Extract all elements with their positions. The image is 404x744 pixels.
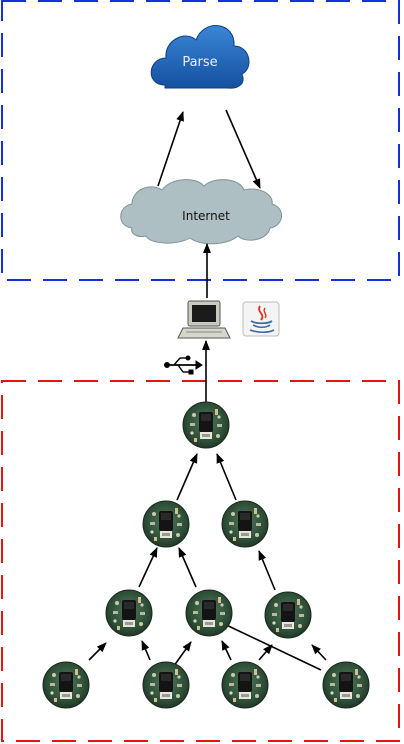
parse-label: Parse — [182, 55, 217, 70]
sensor-node-l3-2 — [142, 661, 190, 709]
sensor-node-l1-right — [221, 500, 269, 548]
arrow-n5-to-n2 — [178, 547, 197, 588]
sensor-node-l3-3 — [221, 661, 269, 709]
arrow-n6-to-n3 — [258, 550, 276, 591]
arrow-n9-to-n5 — [221, 640, 232, 661]
arrow-n8-to-n4 — [141, 640, 151, 661]
arrow-internet-to-parse — [157, 111, 184, 187]
sensor-node-l2-right — [264, 591, 312, 639]
mesh-arrows — [88, 453, 327, 685]
arrow-n10-to-n6 — [311, 644, 327, 661]
sensor-node-root — [182, 401, 230, 449]
sensor-node-l2-center — [185, 589, 233, 637]
sensor-node-l2-left — [105, 589, 153, 637]
sensor-node-l3-1 — [42, 661, 90, 709]
sensor-zone-boundary — [1, 380, 400, 742]
usb-icon — [164, 355, 203, 375]
sensor-node-l3-4 — [322, 661, 370, 709]
arrow-n3-to-root — [216, 453, 237, 501]
java-icon — [242, 301, 280, 337]
arrow-parse-to-internet — [225, 109, 261, 189]
cloud-zone-boundary — [1, 0, 400, 281]
parse-cloud-icon — [150, 25, 250, 89]
arrow-n7-to-n4 — [88, 642, 107, 661]
sensor-node-l1-left — [142, 500, 190, 548]
laptop-computer-icon — [177, 300, 231, 339]
arrow-n2-to-root — [176, 453, 198, 501]
arrow-n9-to-n6 — [258, 644, 273, 661]
internet-cloud-icon — [120, 179, 282, 245]
arrow-n10-to-n5 — [219, 621, 322, 671]
arrow-n4-to-n2 — [138, 547, 158, 588]
internet-label: Internet — [182, 209, 230, 223]
